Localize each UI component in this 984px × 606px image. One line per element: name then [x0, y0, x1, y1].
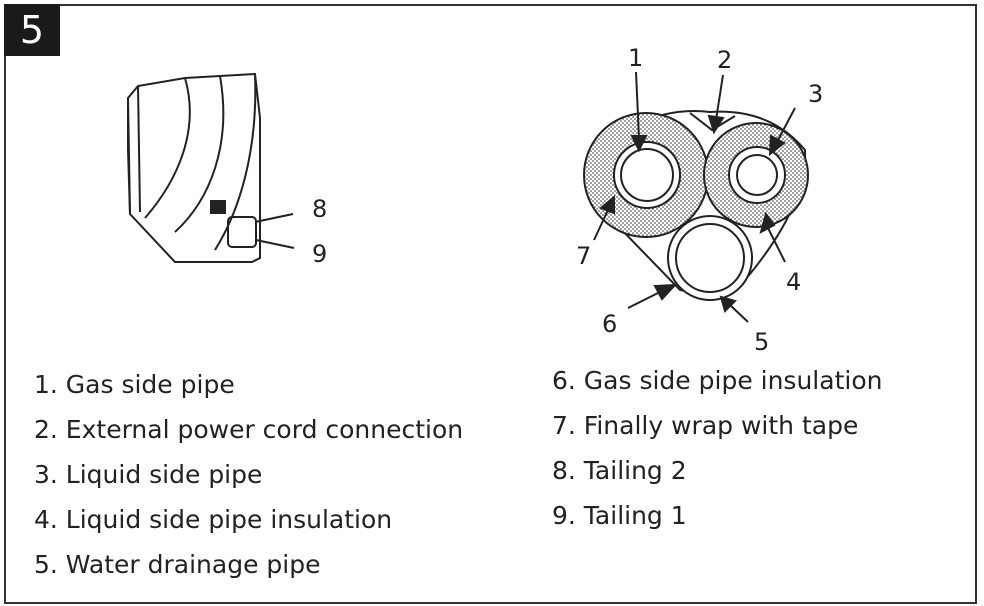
legend-item: 2. External power cord connection [34, 415, 464, 444]
figure-frame [4, 4, 977, 604]
legend-item: 8. Tailing 2 [552, 456, 687, 485]
callout-9: 9 [312, 240, 327, 268]
leader-lines [593, 71, 796, 323]
legend-left: 1. Gas side pipe 2. External power cord … [34, 362, 463, 587]
indoor-unit-side-view-icon [127, 72, 295, 263]
legend-item: 3. Liquid side pipe [34, 460, 263, 489]
pipe-bundle-cross-section-icon [583, 110, 809, 301]
legend-item: 4. Liquid side pipe insulation [34, 505, 393, 534]
callout-6: 6 [602, 310, 617, 338]
legend-item: 6. Gas side pipe insulation [552, 366, 883, 395]
callout-2: 2 [717, 46, 732, 74]
legend-item: 9. Tailing 1 [552, 501, 687, 530]
callout-4: 4 [786, 268, 801, 296]
callout-7: 7 [576, 242, 591, 270]
legend-right: 6. Gas side pipe insulation 7. Finally w… [552, 358, 882, 538]
callout-3: 3 [808, 80, 823, 108]
step-number-badge: 5 [4, 4, 60, 56]
legend-item: 5. Water drainage pipe [34, 550, 321, 579]
legend-item: 1. Gas side pipe [34, 370, 235, 399]
callout-5: 5 [754, 328, 769, 356]
legend-item: 7. Finally wrap with tape [552, 411, 859, 440]
callout-1: 1 [628, 44, 643, 72]
callout-8: 8 [312, 195, 327, 223]
